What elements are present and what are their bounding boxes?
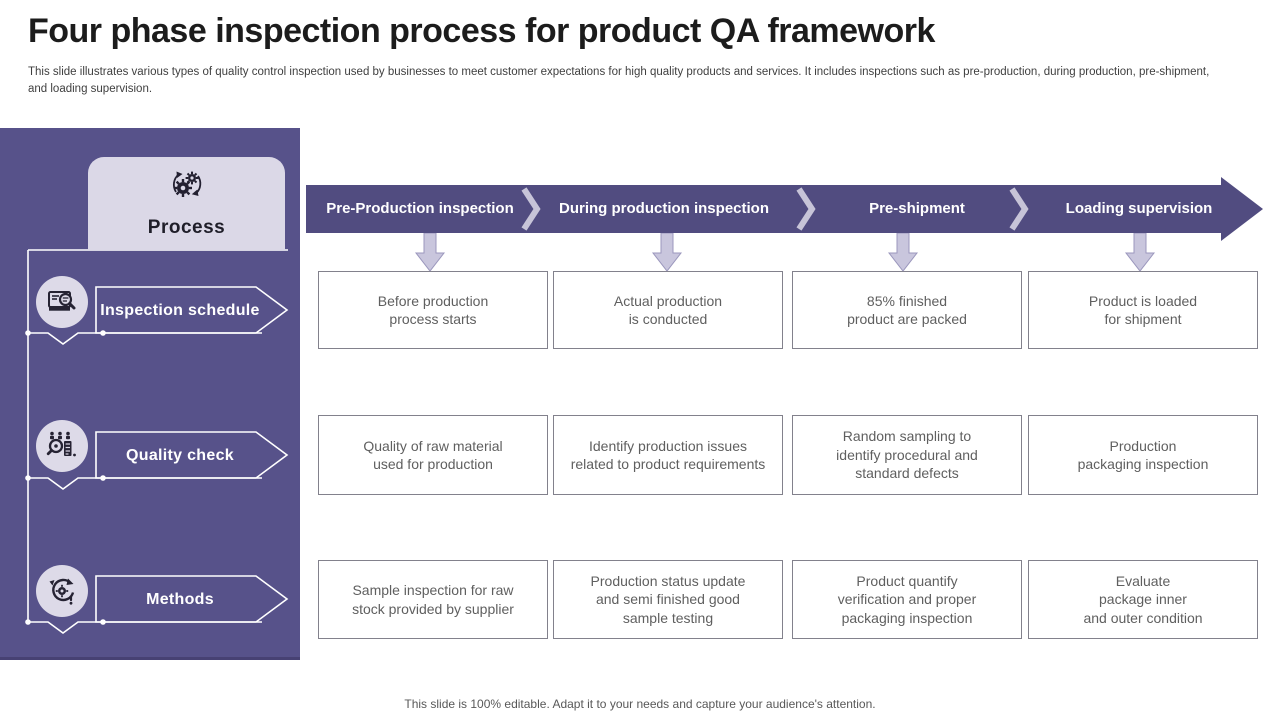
row-banner-shape bbox=[95, 431, 289, 479]
sidebar-row-quality-check: Quality check bbox=[126, 447, 234, 464]
cell-quality-pre-shipment: Random sampling to identify procedural a… bbox=[792, 415, 1022, 495]
cell-methods-pre-shipment: Product quantify verification and proper… bbox=[792, 560, 1022, 639]
arrow-head-icon bbox=[1221, 177, 1263, 241]
sidebar-row-methods: Methods bbox=[146, 591, 214, 608]
phase-arrow-band bbox=[306, 185, 1222, 233]
phase-pre-shipment: Pre-shipment bbox=[869, 200, 965, 217]
cell-schedule-pre-shipment: 85% finished product are packed bbox=[792, 271, 1022, 349]
cell-schedule-loading: Product is loaded for shipment bbox=[1028, 271, 1258, 349]
process-cycle-icon bbox=[49, 578, 75, 605]
row-icon-circle bbox=[36, 420, 88, 472]
process-header-label: Process bbox=[147, 217, 226, 238]
slide-subtitle: This slide illustrates various types of … bbox=[28, 66, 1210, 96]
cell-schedule-pre-production: Before production process starts bbox=[318, 271, 548, 349]
phase-separator-chevron-icon bbox=[796, 187, 816, 231]
cell-quality-pre-production: Quality of raw material used for product… bbox=[318, 415, 548, 495]
down-arrow-icon bbox=[887, 233, 919, 272]
row-banner-shape bbox=[95, 286, 289, 334]
row-banner-shape bbox=[95, 575, 289, 623]
page-title: Four phase inspection process for produc… bbox=[28, 12, 935, 50]
row-icon-circle bbox=[36, 565, 88, 617]
phase-during-production: During production inspection bbox=[559, 200, 769, 217]
cell-quality-loading: Production packaging inspection bbox=[1028, 415, 1258, 495]
slide-footer-note: This slide is 100% editable. Adapt it to… bbox=[404, 697, 876, 711]
cell-quality-during-production: Identify production issues related to pr… bbox=[553, 415, 783, 495]
down-arrow-icon bbox=[1124, 233, 1156, 272]
document-magnifier-icon bbox=[48, 291, 76, 311]
row-icon-circle bbox=[36, 276, 88, 328]
phase-pre-production: Pre-Production inspection bbox=[326, 200, 514, 217]
gears-cycle-icon bbox=[172, 171, 202, 197]
down-arrow-icon bbox=[651, 233, 683, 272]
cell-methods-loading: Evaluate package inner and outer conditi… bbox=[1028, 560, 1258, 639]
process-header: Process bbox=[88, 157, 285, 250]
down-arrow-icon bbox=[414, 233, 446, 272]
phase-separator-chevron-icon bbox=[1009, 187, 1029, 231]
phase-loading-supervision: Loading supervision bbox=[1065, 200, 1213, 217]
cell-schedule-during-production: Actual production is conducted bbox=[553, 271, 783, 349]
cell-methods-during-production: Production status update and semi finish… bbox=[553, 560, 783, 639]
sidebar-row-inspection-schedule: Inspection schedule bbox=[100, 302, 260, 319]
cell-methods-pre-production: Sample inspection for raw stock provided… bbox=[318, 560, 548, 639]
search-checklist-icon bbox=[46, 431, 76, 457]
phase-separator-chevron-icon bbox=[521, 187, 541, 231]
